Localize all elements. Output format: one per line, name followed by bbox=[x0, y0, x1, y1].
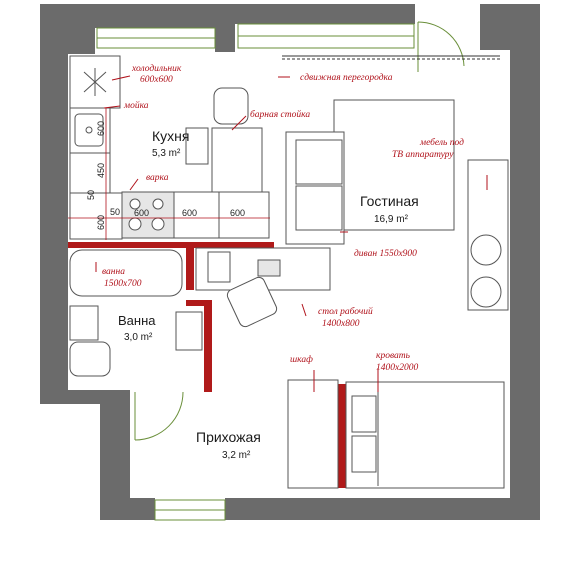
stove-note: варка bbox=[146, 173, 169, 183]
wall-bottom bbox=[225, 498, 540, 520]
dim-upper-600: 600 bbox=[96, 121, 106, 136]
bar-note: барная стойка bbox=[250, 109, 310, 120]
chair-icon bbox=[207, 251, 231, 283]
wall-right bbox=[510, 4, 540, 520]
tv-note-2: ТВ аппаратуру bbox=[392, 150, 454, 160]
wall-top-a bbox=[95, 4, 215, 28]
wardrobe-note: шкаф bbox=[290, 354, 313, 365]
kitchen-name: Кухня bbox=[152, 128, 189, 144]
dim-50-a: 50 bbox=[86, 190, 96, 200]
living-area: 16,9 m² bbox=[374, 214, 409, 225]
sliding-partition bbox=[282, 55, 500, 60]
bar-stool-left bbox=[185, 127, 209, 165]
wall-left bbox=[40, 4, 68, 392]
wall-bottom-left bbox=[100, 498, 155, 520]
washer-icon bbox=[175, 311, 203, 351]
bath-area: 3,0 m² bbox=[124, 332, 153, 343]
kitchen-dimensions bbox=[68, 108, 270, 240]
tub-note-1: ванна bbox=[102, 267, 125, 277]
bar-counter-icon bbox=[211, 127, 263, 193]
tv-note-1: мебель под bbox=[419, 137, 464, 148]
desk-area bbox=[195, 247, 331, 328]
dim-right-600: 600 bbox=[230, 208, 245, 218]
office-chair-icon bbox=[226, 276, 278, 328]
dim-50-b: 50 bbox=[110, 207, 120, 217]
bath-name: Ванна bbox=[118, 313, 156, 328]
bedroom-furniture bbox=[287, 379, 505, 489]
dim-side-600: 600 bbox=[96, 215, 106, 230]
bed-note-2: 1400x2000 bbox=[376, 363, 418, 373]
dim-450: 450 bbox=[96, 163, 106, 178]
bath-furniture bbox=[69, 249, 203, 377]
tub-note-2: 1500x700 bbox=[104, 279, 142, 289]
bathtub-icon bbox=[69, 249, 183, 297]
wall-top-b bbox=[235, 4, 415, 24]
hall-area: 3,2 m² bbox=[222, 450, 251, 461]
windows bbox=[96, 23, 415, 521]
fridge-note-2: 600x600 bbox=[140, 75, 173, 85]
bar-stool-top bbox=[213, 87, 249, 125]
dim-mid-600: 600 bbox=[182, 208, 197, 218]
partition-note: сдвижная перегородка bbox=[300, 72, 393, 83]
fridge-note-1: холодильник bbox=[131, 63, 182, 74]
wardrobe-icon bbox=[287, 379, 339, 489]
monitor-icon bbox=[257, 259, 281, 277]
bed-note-1: кровать bbox=[376, 351, 411, 361]
desk-note-1: стол рабочий bbox=[318, 306, 373, 317]
label-arrows bbox=[95, 75, 488, 392]
wall-top-pier-a bbox=[215, 4, 235, 52]
sink-note: мойка bbox=[123, 100, 149, 111]
kitchen-furniture bbox=[69, 55, 270, 240]
toilet-icon bbox=[69, 341, 111, 377]
kitchen-area: 5,3 m² bbox=[152, 148, 181, 159]
dim-stove-600: 600 bbox=[134, 208, 149, 218]
hall-name: Прихожая bbox=[196, 429, 261, 445]
balcony-door bbox=[417, 21, 465, 72]
entrance-door bbox=[134, 391, 184, 441]
living-furniture bbox=[285, 99, 509, 311]
sofa-note: диван 1550x900 bbox=[354, 248, 417, 259]
bath-sink-icon bbox=[69, 305, 99, 341]
living-name: Гостиная bbox=[360, 193, 419, 209]
outer-walls bbox=[40, 4, 540, 520]
desk-note-2: 1400x800 bbox=[322, 319, 360, 329]
wall-corner-top-left bbox=[40, 4, 95, 54]
